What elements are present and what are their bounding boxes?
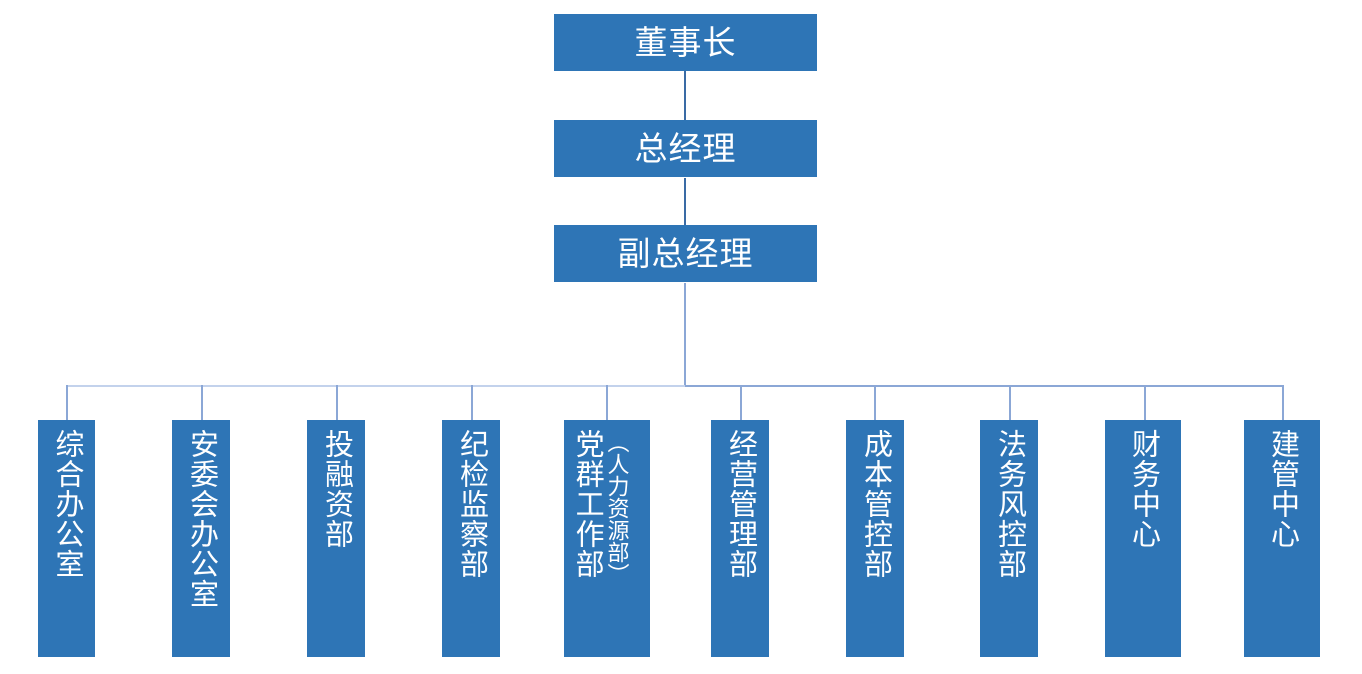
node-legal-risk-control-dept[interactable]: 法务风控部 (980, 420, 1038, 657)
node-cost-control-dept-label: 成本管控部 (859, 429, 892, 579)
connector-drop-legal-risk-control-dept (1009, 385, 1011, 420)
connector-drop-general-office (66, 385, 68, 420)
node-business-management-dept[interactable]: 经营管理部 (711, 420, 769, 657)
node-general-office-label: 综合办公室 (51, 429, 84, 579)
node-investment-financing-dept-label: 投融资部 (320, 429, 353, 549)
node-finance-center-label: 财务中心 (1127, 429, 1160, 549)
connector-general-manager-to-deputy (684, 178, 686, 225)
node-discipline-inspection-dept-label: 纪检监察部 (455, 429, 488, 579)
node-party-mass-work-dept[interactable]: 党群工作部 （人力资源部） (564, 420, 650, 657)
connector-drop-safety-committee-office (201, 385, 203, 420)
connector-drop-party-mass-work-dept (606, 385, 608, 420)
node-business-management-dept-label: 经营管理部 (724, 429, 757, 579)
node-cost-control-dept[interactable]: 成本管控部 (846, 420, 904, 657)
connector-bus-right (685, 385, 1284, 387)
connector-drop-investment-financing-dept (336, 385, 338, 420)
connector-chairman-to-general-manager (684, 70, 686, 120)
connector-drop-business-management-dept (740, 385, 742, 420)
node-finance-center[interactable]: 财务中心 (1105, 420, 1181, 657)
node-safety-committee-office-label: 安委会办公室 (185, 429, 218, 609)
node-party-mass-work-dept-label: 党群工作部 (571, 429, 604, 579)
node-chairman[interactable]: 董事长 (554, 14, 817, 71)
connector-drop-construction-management-center (1282, 385, 1284, 420)
node-discipline-inspection-dept[interactable]: 纪检监察部 (442, 420, 500, 657)
node-general-manager-label: 总经理 (634, 130, 737, 167)
node-deputy-general-manager[interactable]: 副总经理 (554, 225, 817, 282)
connector-drop-finance-center (1144, 385, 1146, 420)
node-general-manager[interactable]: 总经理 (554, 120, 817, 177)
node-construction-management-center[interactable]: 建管中心 (1244, 420, 1320, 657)
connector-drop-cost-control-dept (874, 385, 876, 420)
node-deputy-general-manager-label: 副总经理 (617, 235, 754, 272)
connector-bus-left (67, 385, 685, 387)
node-investment-financing-dept[interactable]: 投融资部 (307, 420, 365, 657)
connector-drop-discipline-inspection-dept (471, 385, 473, 420)
node-safety-committee-office[interactable]: 安委会办公室 (172, 420, 230, 657)
node-chairman-label: 董事长 (634, 24, 737, 61)
node-general-office[interactable]: 综合办公室 (38, 420, 95, 657)
node-construction-management-center-label: 建管中心 (1266, 429, 1299, 549)
node-party-mass-work-dept-sublabel: （人力资源部） (604, 431, 630, 585)
connector-deputy-to-bus (684, 283, 686, 386)
node-legal-risk-control-dept-label: 法务风控部 (993, 429, 1026, 579)
